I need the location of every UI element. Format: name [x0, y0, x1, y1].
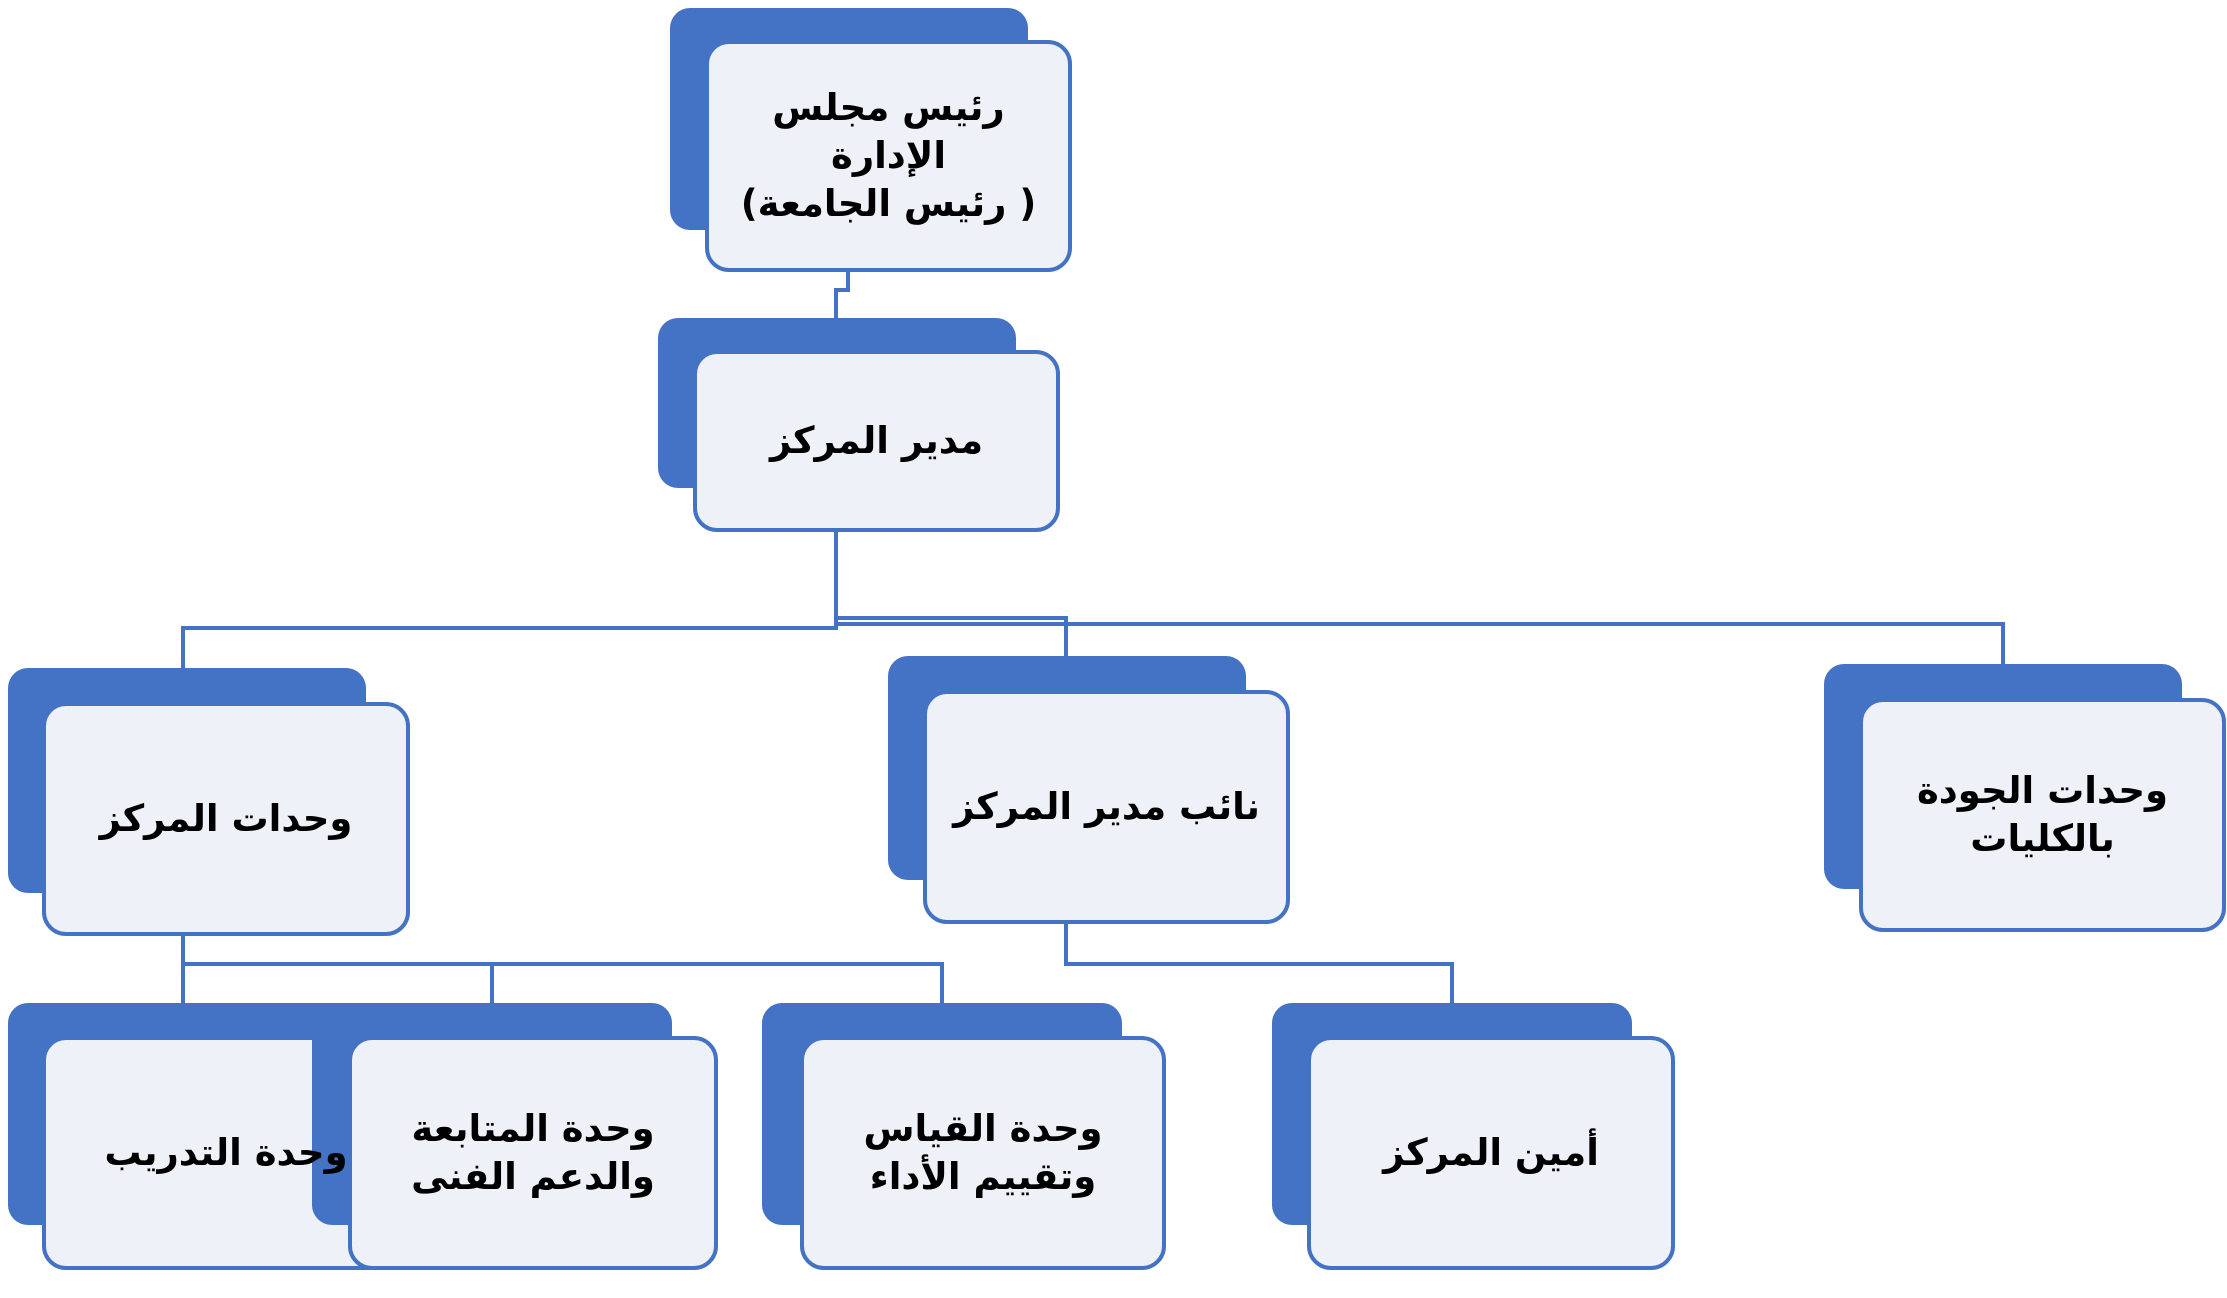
node-label-line: مدير المركز [770, 418, 984, 462]
node-board-chairman [670, 8, 1072, 272]
connector-center-units-to-measurement-evaluation-unit [181, 934, 944, 1003]
node-college-quality-units [1824, 664, 2226, 932]
node-label-line: وحدات المركز [99, 796, 353, 840]
node-label-followup-support-unit: وحدة المتابعة والدعم الفنى [350, 1038, 716, 1268]
node-label-line: وتقييم الأداء [869, 1155, 1097, 1198]
node-followup-support-unit [312, 1003, 718, 1270]
node-label-center-director: مدير المركز [695, 352, 1058, 530]
connector-center-units-to-followup-support-unit [181, 934, 494, 1003]
node-center-units [8, 668, 410, 936]
nodes [8, 8, 2226, 1270]
node-measurement-evaluation-unit [762, 1003, 1166, 1270]
node-label-line: والدعم الفنى [411, 1155, 655, 1198]
node-box [1307, 1036, 1675, 1270]
node-box [42, 702, 410, 936]
node-box [1859, 698, 2226, 932]
connectors [181, 270, 2005, 1003]
connector-center-director-to-center-units [181, 530, 838, 668]
node-deputy-director [888, 656, 1290, 924]
node-label-line: الإدارة [830, 133, 947, 177]
node-center-secretary [1272, 1003, 1675, 1270]
node-label-center-secretary: أمين المركز [1309, 1038, 1673, 1268]
node-label-line: وحدات الجودة [1916, 768, 2169, 812]
node-label-college-quality-units: وحدات الجودة بالكليات [1861, 700, 2224, 930]
node-label-line: رئيس مجلس [772, 85, 1005, 129]
node-box [705, 40, 1072, 272]
node-label-training-unit: وحدة التدريب [44, 1038, 408, 1268]
node-label-line: نائب مدير المركز [953, 784, 1260, 828]
node-label-center-units: وحدات المركز [44, 704, 408, 934]
node-label-deputy-director: نائب مدير المركز [925, 692, 1288, 922]
node-box [348, 1036, 718, 1270]
connector-deputy-director-to-center-secretary [1064, 922, 1454, 1003]
node-label-line: ( رئيس الجامعة) [740, 182, 1037, 226]
node-label-line: بالكليات [1970, 817, 2115, 860]
connector-center-director-to-deputy-director [834, 530, 1068, 656]
node-center-director [658, 318, 1060, 532]
connector-center-director-to-college-quality-units [834, 530, 2005, 664]
node-box [800, 1036, 1166, 1270]
node-box [693, 350, 1060, 532]
node-label-line: وحدة القياس [863, 1106, 1103, 1150]
node-box [923, 690, 1290, 924]
node-label-measurement-evaluation-unit: وحدة القياس وتقييم الأداء [802, 1038, 1164, 1268]
node-label-line: وحدة التدريب [104, 1130, 348, 1174]
node-label-line: وحدة المتابعة [411, 1106, 655, 1150]
node-label-line: أمين المركز [1383, 1130, 1599, 1174]
